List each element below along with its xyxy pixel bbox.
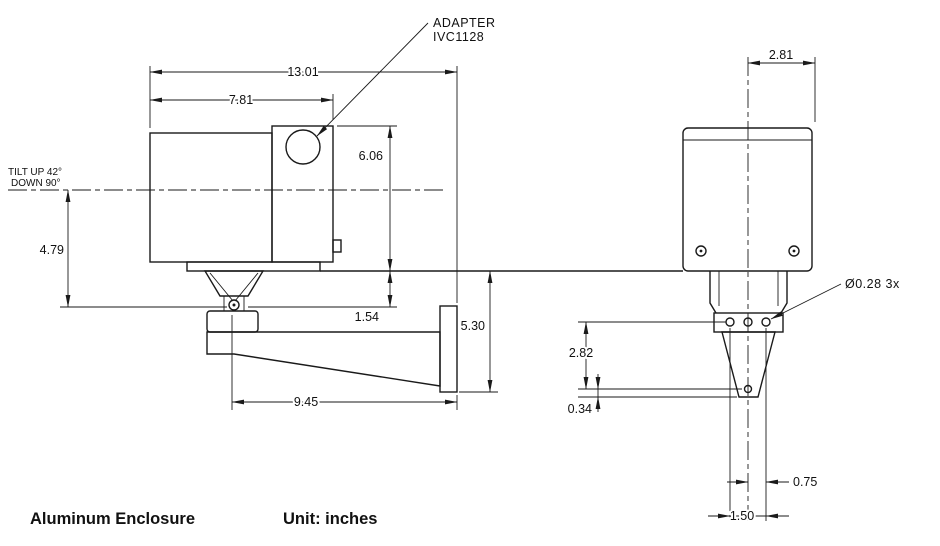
clamp-brace-line xyxy=(234,272,259,302)
screw-right xyxy=(788,245,800,257)
tilt-clamp xyxy=(203,270,265,297)
dim-text-overall-length: 13.01 xyxy=(287,65,318,79)
pivot-bolt-center xyxy=(232,303,236,307)
tilt-note-line2: DOWN 90° xyxy=(11,178,61,189)
holes-callout: Ø0.28 3x xyxy=(845,277,900,291)
dim-text-enclosure-height: 6.06 xyxy=(359,149,383,163)
enclosure-body-side xyxy=(149,132,273,263)
screw-left xyxy=(695,245,707,257)
enclosure-body-front xyxy=(682,127,813,272)
material-label: Aluminum Enclosure xyxy=(30,510,195,528)
tilt-note-line1: TILT UP 42° xyxy=(8,167,62,178)
hole-plate xyxy=(713,312,784,333)
dim-text-enclosure-length: 7.81 xyxy=(229,93,253,107)
units-label: Unit: inches xyxy=(283,510,377,528)
dim-text-center-to-edge: 2.81 xyxy=(769,48,793,62)
dim-text-base-to-pivot: 1.54 xyxy=(355,310,379,324)
footer: Aluminum Enclosure Unit: inches xyxy=(30,510,377,528)
mount-hole-left xyxy=(725,317,735,327)
adapter-callout-line2: IVC1128 xyxy=(433,30,484,44)
bottom-hole xyxy=(743,384,753,394)
dim-text-mount-drop: 5.30 xyxy=(461,319,485,333)
arm-knuckle xyxy=(206,310,259,333)
callouts: ADAPTER IVC1128 Ø0.28 3x TILT UP 42° DOW… xyxy=(8,16,900,320)
dim-text-hole-spacing: 1.50 xyxy=(730,509,754,523)
clamp-wall-right xyxy=(780,271,788,314)
extension-lines xyxy=(60,57,816,521)
dimensions: 13.01 7.81 6.06 1.54 4.79 5.30 9.45 2.81… xyxy=(38,46,820,525)
front-view xyxy=(682,57,813,521)
dim-text-hole-half-spacing: 0.75 xyxy=(793,475,817,489)
clamp-wall-left xyxy=(709,271,717,314)
enclosure-rear-housing xyxy=(271,125,334,263)
mount-hole-right xyxy=(761,317,771,327)
dim-text-hole-row-to-bottom-hole: 2.82 xyxy=(569,346,593,360)
mounting-base-plate xyxy=(186,261,321,272)
dim-text-centerline-to-pivot: 4.79 xyxy=(40,243,64,257)
adapter-knob xyxy=(285,129,321,165)
side-view xyxy=(8,125,683,393)
cable-gland xyxy=(332,239,342,253)
dim-text-bottom-hole-to-edge: 0.34 xyxy=(568,402,592,416)
pivot-bolt xyxy=(228,299,240,311)
wall-flange xyxy=(439,305,458,393)
bracket-stem xyxy=(721,331,776,398)
screw-left-center xyxy=(699,249,703,253)
adapter-leader-line xyxy=(316,22,429,137)
mounting-arm xyxy=(206,331,441,387)
clamp-brace-line xyxy=(209,272,234,302)
screw-right-center xyxy=(792,249,796,253)
dim-text-arm-reach: 9.45 xyxy=(294,395,318,409)
adapter-callout-line1: ADAPTER xyxy=(433,16,496,30)
holes-leader-line xyxy=(770,283,842,320)
mount-hole-center xyxy=(743,317,753,327)
